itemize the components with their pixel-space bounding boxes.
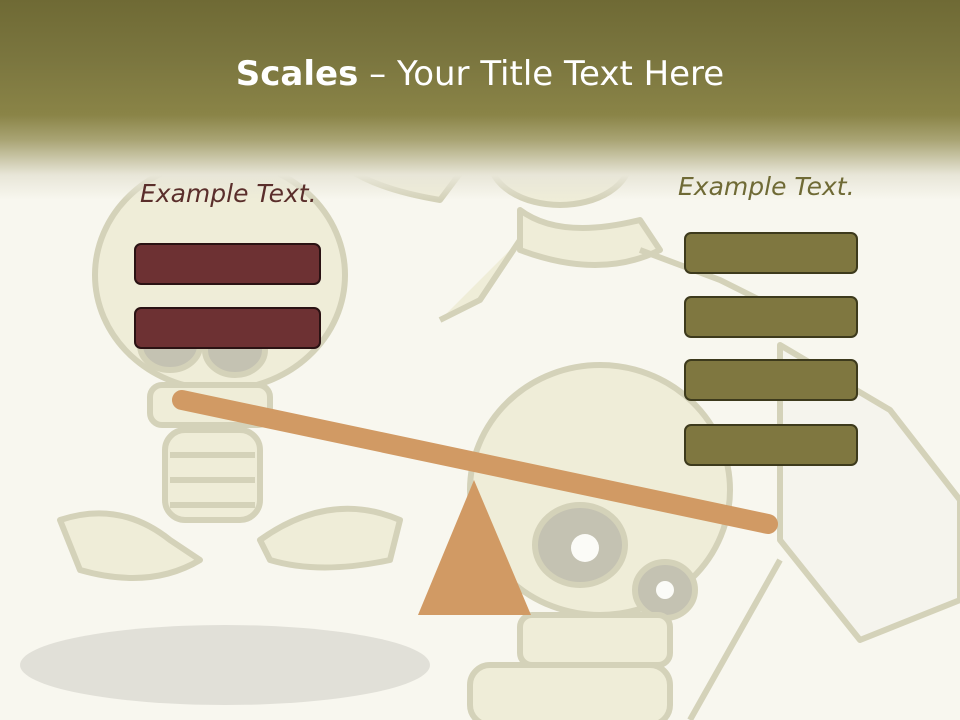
right-label[interactable]: Example Text. xyxy=(678,172,855,201)
left-label[interactable]: Example Text. xyxy=(140,179,317,208)
right-text-box-1[interactable] xyxy=(684,232,858,274)
slide-title-rest: – Your Title Text Here xyxy=(358,54,725,94)
header-band xyxy=(0,0,960,200)
slide-title-bold: Scales xyxy=(235,54,359,94)
right-text-box-3[interactable] xyxy=(684,359,858,401)
right-text-box-4[interactable] xyxy=(684,424,858,466)
left-text-box-2[interactable] xyxy=(134,307,321,349)
seesaw-fulcrum[interactable] xyxy=(418,480,531,615)
seesaw-beam[interactable] xyxy=(172,390,778,534)
left-text-box-1[interactable] xyxy=(134,243,321,285)
right-text-box-2[interactable] xyxy=(684,296,858,338)
slide-title[interactable]: Scales – Your Title Text Here xyxy=(0,52,960,96)
